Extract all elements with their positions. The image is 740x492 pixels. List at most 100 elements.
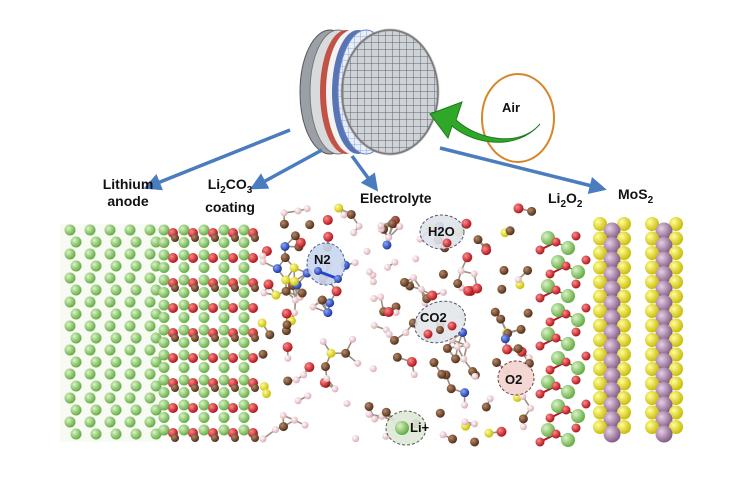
electrolyte-molecules	[258, 203, 537, 446]
li2co3-atoms	[159, 225, 260, 443]
carbon-atom	[283, 320, 292, 329]
lithium-atom	[85, 297, 96, 308]
sulfur-atom	[262, 389, 271, 398]
lithium-atom	[91, 333, 102, 344]
lithium-atom	[219, 387, 230, 398]
lithium-atom	[111, 357, 122, 368]
lithium-atom	[179, 287, 190, 298]
lithium-atom	[239, 312, 250, 323]
oxygen-atom	[536, 294, 545, 303]
lithium-atom	[179, 400, 190, 411]
hydrogen-atom	[291, 309, 298, 316]
hydrogen-atom	[295, 397, 302, 404]
hydrogen-atom	[320, 338, 327, 345]
oxygen-atom	[546, 270, 555, 279]
lithium-atom	[159, 362, 170, 373]
hydrogen-atom	[310, 303, 317, 310]
oxygen-atom	[562, 406, 571, 415]
hydrogen-atom	[331, 385, 338, 392]
hydrogen-atom	[410, 274, 417, 281]
hydrogen-atom	[370, 295, 377, 302]
hydrogen-atom	[460, 356, 467, 363]
lithium-atom	[239, 412, 250, 423]
lithium-atom	[571, 361, 585, 375]
carbon-atom	[251, 284, 259, 292]
hydrogen-atom	[377, 294, 384, 301]
lithium-anode-label: Lithium anode	[92, 176, 164, 210]
hydrogen-atom	[352, 435, 359, 442]
lithium-atom	[199, 325, 210, 336]
lithium-atom	[199, 412, 210, 423]
lithium-atom	[65, 273, 76, 284]
svg-text:O2: O2	[505, 372, 522, 387]
lithium-atom	[125, 321, 136, 332]
lithium-atom	[219, 287, 230, 298]
carbon-atom	[341, 349, 350, 358]
lithium-atom	[85, 393, 96, 404]
oxygen-atom	[496, 427, 506, 437]
lithium-atom	[561, 385, 575, 399]
carbon-atom	[491, 308, 500, 317]
lithium-atom	[179, 262, 190, 273]
lithium-atom	[179, 300, 190, 311]
lithium-atom	[239, 275, 250, 286]
lithium-atom	[159, 287, 170, 298]
lithium-atom	[71, 237, 82, 248]
hydrogen-atom	[354, 360, 361, 367]
carbon-atom	[211, 234, 219, 242]
lithium-atom	[65, 369, 76, 380]
oxygen-atom	[481, 245, 491, 255]
oxygen-atom	[323, 215, 333, 225]
lithium-atom	[239, 262, 250, 273]
hydrogen-atom	[440, 431, 447, 438]
oxygen-atom	[168, 253, 178, 263]
lithium-atom	[105, 297, 116, 308]
hydrogen-atom	[458, 267, 465, 274]
coin-cell	[300, 30, 438, 154]
carbon-atom	[527, 207, 536, 216]
hydrogen-atom	[487, 395, 494, 402]
sulfur-atom	[290, 277, 299, 286]
lithium-atom	[239, 362, 250, 373]
oxygen-atom	[248, 303, 258, 313]
lithium-atom	[145, 321, 156, 332]
lithium-atom	[111, 405, 122, 416]
carbon-atom	[283, 376, 292, 385]
hydrogen-atom	[370, 278, 377, 285]
lithium-atom	[91, 237, 102, 248]
carbon-atom	[497, 285, 506, 294]
lithium-atom	[65, 417, 76, 428]
lithium-atom	[111, 429, 122, 440]
lithium-atom	[199, 287, 210, 298]
hydrogen-atom	[471, 270, 478, 277]
oxygen-atom	[472, 284, 482, 294]
lithium-atom	[199, 237, 210, 248]
carbon-atom	[400, 278, 409, 287]
lithium-atom	[219, 337, 230, 348]
lithium-atom	[159, 250, 170, 261]
lithium-atom	[131, 357, 142, 368]
lithium-atom	[71, 333, 82, 344]
oxygen-atom	[552, 238, 561, 247]
oxygen-atom	[582, 304, 591, 313]
lithium-atom	[145, 345, 156, 356]
oxygen-atom	[282, 309, 292, 319]
lithium-atom	[111, 237, 122, 248]
mos2-label: MoS2	[618, 186, 653, 209]
lithium-atom	[105, 249, 116, 260]
lithium-atom	[239, 400, 250, 411]
hydrogen-atom	[272, 426, 279, 433]
lithium-atom	[65, 225, 76, 236]
oxygen-atom	[552, 334, 561, 343]
carbon-atom	[517, 325, 526, 334]
lithium-atom	[159, 300, 170, 311]
lithium-atom	[85, 249, 96, 260]
lithium-atom	[71, 405, 82, 416]
lithium-atom	[159, 237, 170, 248]
carbon-atom	[382, 408, 391, 417]
carbon-atom	[365, 402, 374, 411]
lithium-atom	[125, 345, 136, 356]
lithium-atom	[219, 362, 230, 373]
carbon-atom	[279, 422, 288, 431]
hydrogen-atom	[440, 289, 447, 296]
